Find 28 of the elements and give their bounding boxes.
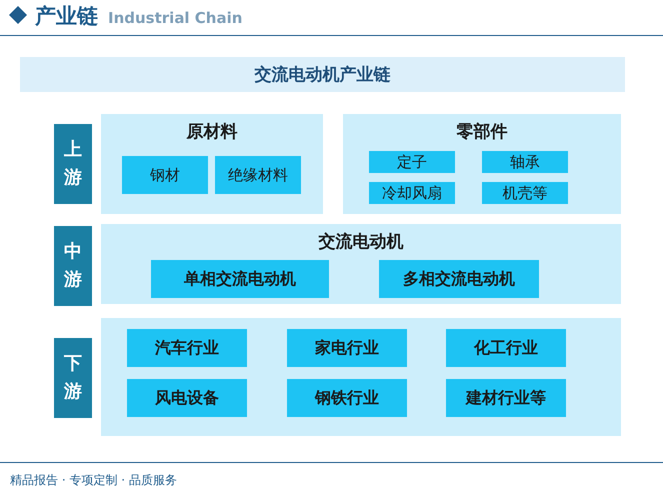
item-box: 单相交流电动机 bbox=[151, 260, 329, 298]
category-panel bbox=[101, 114, 323, 214]
item-box: 家电行业 bbox=[287, 329, 407, 367]
item-box: 钢铁行业 bbox=[287, 379, 407, 417]
footer-tagline: 精品报告 · 专项定制 · 品质服务 bbox=[10, 472, 177, 489]
stage-label: 下游 bbox=[54, 338, 92, 418]
category-panel bbox=[101, 318, 621, 436]
title-band: 交流电动机产业链 bbox=[20, 57, 625, 92]
header-subtitle: Industrial Chain bbox=[108, 9, 242, 27]
panel-heading: 原材料 bbox=[185, 121, 238, 143]
category-panel bbox=[343, 114, 621, 214]
item-box: 汽车行业 bbox=[127, 329, 247, 367]
item-box: 绝缘材料 bbox=[215, 156, 301, 194]
item-box: 风电设备 bbox=[127, 379, 247, 417]
panel-heading: 交流电动机 bbox=[318, 231, 404, 253]
item-box: 建材行业等 bbox=[446, 379, 566, 417]
stage-label: 中游 bbox=[54, 226, 92, 306]
category-panel bbox=[101, 224, 621, 304]
item-box: 化工行业 bbox=[446, 329, 566, 367]
panel-heading: 零部件 bbox=[456, 121, 508, 143]
item-box: 定子 bbox=[369, 151, 455, 173]
item-box: 机壳等 bbox=[482, 182, 568, 204]
item-box: 钢材 bbox=[122, 156, 208, 194]
page-title: 产业链 bbox=[35, 3, 98, 30]
item-box: 多相交流电动机 bbox=[379, 260, 539, 298]
item-box: 冷却风扇 bbox=[369, 182, 455, 204]
stage-label: 上游 bbox=[54, 124, 92, 204]
item-box: 轴承 bbox=[482, 151, 568, 173]
